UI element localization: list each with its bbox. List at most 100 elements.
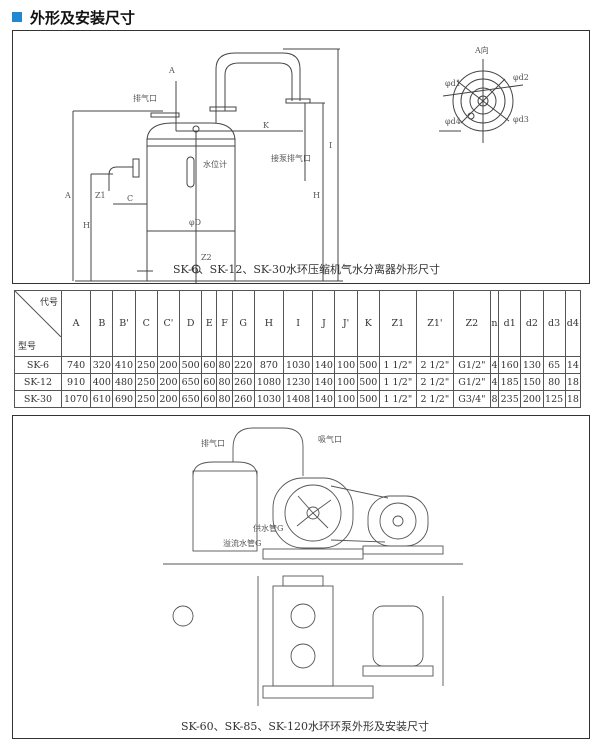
label-d1: φd1: [445, 79, 461, 88]
value-cell: 80: [216, 356, 233, 375]
value-cell: 500: [356, 356, 380, 375]
value-cell: 410: [112, 356, 136, 375]
pump-drawing: [163, 427, 463, 706]
value-cell: 2 1/2": [415, 373, 454, 392]
value-cell: 65: [542, 356, 566, 375]
col-header: n: [489, 289, 500, 358]
pump-drawing-panel: 排气口 吸气口 供水管G 溢流水管G SK-60、SK-85、SK-120水环环…: [12, 415, 590, 739]
value-cell: 130: [520, 356, 544, 375]
label-exhaust-port: 排气口: [201, 439, 225, 448]
col-header: H: [253, 289, 285, 358]
value-cell: 4: [489, 373, 500, 392]
label-d4: φd4: [445, 117, 461, 126]
col-header: I: [283, 289, 314, 358]
value-cell: 150: [520, 373, 544, 392]
value-cell: 610: [90, 390, 114, 408]
label-overflow-pipe: 溢流水管G: [223, 539, 262, 548]
section-header: 外形及安装尺寸: [12, 6, 135, 28]
table-corner-cell: 代号 型号: [14, 289, 62, 358]
col-header: Z2: [452, 289, 491, 358]
corner-model-label: 型号: [18, 342, 37, 353]
value-cell: 125: [542, 390, 566, 408]
value-cell: 480: [112, 373, 136, 392]
value-cell: 200: [156, 373, 181, 392]
value-cell: 1230: [283, 373, 314, 392]
label-z1: Z1: [95, 191, 106, 200]
value-cell: 18: [564, 373, 582, 392]
value-cell: 400: [90, 373, 114, 392]
value-cell: 100: [334, 373, 358, 392]
label-d3: φd3: [513, 115, 529, 124]
col-header: C: [134, 289, 158, 358]
value-cell: 2 1/2": [415, 390, 454, 408]
separator-drawing-panel: A 排气口 K 水位计 接泵排气口 I H A H Z1 C φD Z2 A向 …: [12, 30, 590, 284]
value-cell: 140: [312, 356, 336, 375]
value-cell: 140: [312, 390, 336, 408]
col-header: d1: [498, 289, 522, 358]
value-cell: G1/2": [452, 373, 491, 392]
value-cell: 250: [134, 390, 158, 408]
col-header: d3: [542, 289, 566, 358]
label-k: K: [263, 121, 269, 130]
col-header: d4: [564, 289, 582, 358]
label-h-small: H: [83, 221, 90, 230]
value-cell: 100: [334, 390, 358, 408]
value-cell: 200: [156, 356, 181, 375]
label-a-dim: A: [65, 191, 71, 200]
value-cell: 4: [489, 356, 500, 375]
col-header: D: [179, 289, 203, 358]
section-title: 外形及安装尺寸: [30, 8, 136, 27]
value-cell: 650: [179, 373, 203, 392]
label-d2: φd2: [513, 73, 529, 82]
model-cell: SK-30: [14, 390, 62, 408]
label-water-level-gauge: 水位计: [203, 160, 227, 169]
value-cell: 80: [216, 390, 233, 408]
value-cell: 250: [134, 373, 158, 392]
value-cell: G1/2": [452, 356, 491, 375]
value-cell: 250: [134, 356, 158, 375]
value-cell: 60: [201, 373, 218, 392]
pump-caption: SK-60、SK-85、SK-120水环环泵外形及安装尺寸: [181, 720, 429, 733]
value-cell: 18: [564, 390, 582, 408]
label-supply-pipe: 供水管G: [253, 524, 284, 533]
value-cell: 1 1/2": [378, 390, 417, 408]
value-cell: 500: [356, 390, 380, 408]
label-a: A: [169, 66, 175, 75]
value-cell: 1408: [283, 390, 314, 408]
col-header: Z1: [378, 289, 417, 358]
value-cell: 1030: [253, 390, 285, 408]
value-cell: 910: [60, 373, 92, 392]
value-cell: 740: [60, 356, 92, 375]
col-header: E: [201, 289, 218, 358]
col-header: K: [356, 289, 380, 358]
col-header: d2: [520, 289, 544, 358]
value-cell: 140: [312, 373, 336, 392]
value-cell: 2 1/2": [415, 356, 454, 375]
label-c: C: [127, 194, 134, 203]
model-cell: SK-12: [14, 373, 62, 392]
value-cell: 220: [231, 356, 255, 375]
value-cell: 320: [90, 356, 114, 375]
dimension-table: 代号 型号 A B B' C C' D E F G H I J J' K Z1 …: [14, 289, 582, 408]
label-i: I: [329, 141, 333, 150]
value-cell: 160: [498, 356, 522, 375]
col-header: J': [334, 289, 358, 358]
value-cell: 235: [498, 390, 522, 408]
value-cell: 1030: [283, 356, 314, 375]
label-z2: Z2: [201, 253, 212, 262]
col-header: J: [312, 289, 336, 358]
label-view-a: A向: [475, 46, 489, 55]
value-cell: 690: [112, 390, 136, 408]
label-exhaust-port: 排气口: [133, 94, 157, 103]
col-header: F: [216, 289, 233, 358]
value-cell: 60: [201, 390, 218, 408]
col-header: B': [112, 289, 136, 358]
value-cell: 1070: [60, 390, 92, 408]
label-inlet-port: 吸气口: [318, 435, 342, 444]
col-header: A: [60, 289, 92, 358]
value-cell: 8: [489, 390, 500, 408]
value-cell: 870: [253, 356, 285, 375]
